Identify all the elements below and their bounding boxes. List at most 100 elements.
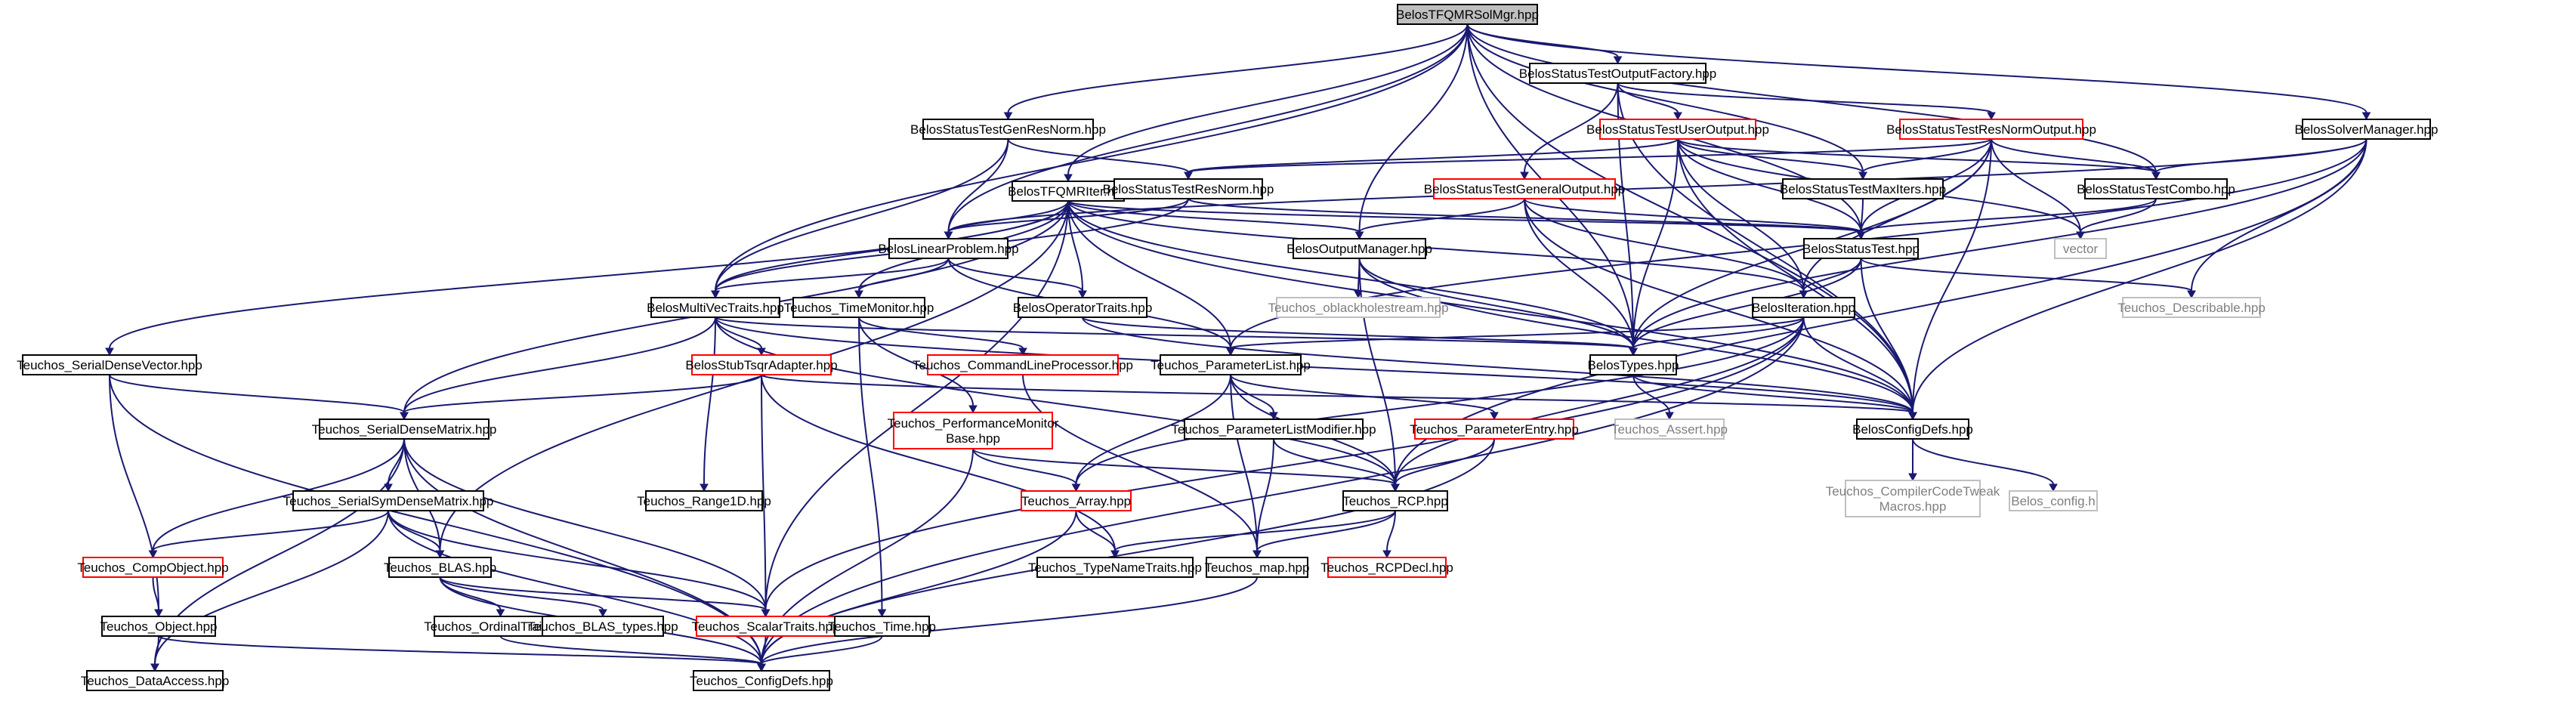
node-iteration[interactable]: BelosIteration.hpp — [1752, 297, 1855, 318]
node-box — [1433, 178, 1616, 199]
node-box — [1021, 490, 1132, 511]
node-blas[interactable]: Teuchos_BLAS.hpp — [384, 557, 496, 578]
dependency-edge — [947, 258, 1083, 292]
node-timemon[interactable]: Teuchos_TimeMonitor.hpp — [784, 297, 934, 318]
node-scalar[interactable]: Teuchos_ScalarTraits.hpp — [692, 616, 840, 637]
node-range1d[interactable]: Teuchos_Range1D.hpp — [637, 490, 771, 511]
node-box — [319, 418, 490, 440]
node-paramlistmod[interactable]: Teuchos_ParameterListModifier.hpp — [1171, 418, 1376, 440]
node-map[interactable]: Teuchos_map.hpp — [1205, 557, 1310, 578]
edge-arrowhead — [1673, 112, 1682, 121]
dependency-edge — [1524, 198, 1634, 349]
node-linprob[interactable]: BelosLinearProblem.hpp — [878, 238, 1019, 259]
node-box — [1276, 297, 1441, 318]
node-stubtsqr[interactable]: BelosStubTsqrAdapter.hpp — [685, 354, 838, 375]
dependency-edge — [1188, 138, 1992, 173]
node-box — [1206, 557, 1308, 578]
node-label: BelosMultiVecTraits.hpp — [647, 301, 784, 315]
dependency-edge — [1860, 198, 1864, 233]
node-serialsym[interactable]: Teuchos_SerialSymDenseMatrix.hpp — [283, 490, 494, 511]
node-configdefs_belos[interactable]: BelosConfigDefs.hpp — [1852, 418, 1973, 440]
dependency-edge — [1067, 200, 1231, 349]
node-blastypes[interactable]: Teuchos_BLAS_types.hpp — [527, 616, 678, 637]
dependency-edge — [1230, 374, 1495, 413]
dependency-edge — [1617, 82, 1913, 413]
node-oblack: Teuchos_oblackholestream.hpp — [1268, 297, 1449, 318]
node-rcp[interactable]: Teuchos_RCP.hpp — [1342, 490, 1448, 511]
node-box — [1589, 354, 1677, 375]
node-dataaccess[interactable]: Teuchos_DataAccess.hpp — [81, 670, 230, 691]
node-tfqmriter[interactable]: BelosTFQMRIter.hpp — [1008, 181, 1129, 202]
node-multivec[interactable]: BelosMultiVecTraits.hpp — [647, 297, 784, 318]
edge-arrowhead — [1665, 412, 1674, 421]
dependency-edge — [1802, 317, 1913, 413]
dependency-edge — [1860, 258, 2192, 292]
edge-arrowhead — [154, 609, 163, 618]
dependency-edge — [152, 576, 159, 610]
node-box — [691, 354, 832, 375]
node-label: Teuchos_CommandLineProcessor.hpp — [913, 358, 1133, 372]
node-box — [2054, 238, 2107, 259]
dependency-edge — [1466, 23, 1864, 173]
node-solvermgr[interactable]: BelosSolverManager.hpp — [2295, 119, 2439, 140]
node-label: BelosSolverManager.hpp — [2295, 122, 2439, 137]
node-array[interactable]: Teuchos_Array.hpp — [1021, 490, 1132, 511]
node-compobject[interactable]: Teuchos_CompObject.hpp — [77, 557, 229, 578]
node-root[interactable]: BelosTFQMRSolMgr.hpp — [1396, 4, 1539, 25]
edge-arrowhead — [757, 663, 766, 672]
node-cmdline[interactable]: Teuchos_CommandLineProcessor.hpp — [913, 354, 1133, 375]
edge-arrowhead — [1382, 550, 1391, 559]
node-optraits[interactable]: BelosOperatorTraits.hpp — [1013, 297, 1153, 318]
node-testresnorm[interactable]: BelosStatusTestResNorm.hpp — [1103, 178, 1274, 199]
edge-arrowhead — [1252, 550, 1262, 559]
node-label: Teuchos_Describable.hpp — [2117, 301, 2266, 315]
node-generaloutput[interactable]: BelosStatusTestGeneralOutput.hpp — [1424, 178, 1626, 199]
node-outfac[interactable]: BelosStatusTestOutputFactory.hpp — [1519, 63, 1716, 84]
node-paramlist[interactable]: Teuchos_ParameterList.hpp — [1151, 354, 1311, 375]
node-label: BelosTypes.hpp — [1588, 358, 1679, 372]
dependency-edge — [1067, 23, 1469, 175]
node-resnormoutput[interactable]: BelosStatusTestResNormOutput.hpp — [1886, 119, 2096, 140]
node-useroutput[interactable]: BelosStatusTestUserOutput.hpp — [1586, 119, 1769, 140]
node-box — [101, 616, 216, 637]
dependency-edge — [1395, 438, 1495, 485]
dependency-edge — [1466, 23, 2368, 113]
node-serialdensevec[interactable]: Teuchos_SerialDenseVector.hpp — [17, 354, 202, 375]
node-rcpdecl[interactable]: Teuchos_RCPDecl.hpp — [1320, 557, 1453, 578]
edge-arrowhead — [598, 609, 607, 618]
node-serialdensemat[interactable]: Teuchos_SerialDenseMatrix.hpp — [312, 418, 497, 440]
node-label: Teuchos_TimeMonitor.hpp — [784, 301, 934, 315]
dependency-edge — [715, 138, 1009, 292]
node-box — [542, 616, 664, 637]
node-time[interactable]: Teuchos_Time.hpp — [828, 616, 936, 637]
node-object[interactable]: Teuchos_Object.hpp — [100, 616, 218, 637]
node-box — [1414, 418, 1574, 440]
dependency-edges — [105, 23, 2371, 672]
node-genres[interactable]: BelosStatusTestGenResNorm.hpp — [910, 119, 1106, 140]
edge-arrowhead — [1987, 112, 1996, 121]
node-statustest[interactable]: BelosStatusTest.hpp — [1802, 238, 1920, 259]
edge-arrowhead — [2361, 112, 2371, 121]
node-maxiters[interactable]: BelosStatusTestMaxIters.hpp — [1780, 178, 1946, 199]
dependency-edge — [1358, 258, 1913, 413]
dependency-edge — [761, 374, 1116, 551]
node-label: BelosTFQMRSolMgr.hpp — [1396, 8, 1539, 22]
node-box — [1856, 418, 1969, 440]
node-label: Teuchos_ParameterListModifier.hpp — [1171, 422, 1376, 437]
node-typename[interactable]: Teuchos_TypeNameTraits.hpp — [1028, 557, 1202, 578]
node-belostypes[interactable]: BelosTypes.hpp — [1588, 354, 1679, 375]
node-describable: Teuchos_Describable.hpp — [2117, 297, 2266, 318]
node-label: BelosStatusTest.hpp — [1802, 242, 1920, 256]
node-configdefs_teuchos[interactable]: Teuchos_ConfigDefs.hpp — [690, 670, 833, 691]
node-outmgr[interactable]: BelosOutputManager.hpp — [1286, 238, 1432, 259]
node-label: BelosStatusTestCombo.hpp — [2077, 182, 2235, 196]
edge-arrowhead — [1110, 550, 1120, 559]
node-label: Teuchos_TypeNameTraits.hpp — [1028, 560, 1202, 575]
node-combo[interactable]: BelosStatusTestCombo.hpp — [2077, 178, 2235, 199]
node-box — [1184, 418, 1364, 440]
edge-arrowhead — [854, 290, 863, 299]
node-label: Macros.hpp — [1879, 499, 1947, 514]
node-paramentry[interactable]: Teuchos_ParameterEntry.hpp — [1410, 418, 1579, 440]
